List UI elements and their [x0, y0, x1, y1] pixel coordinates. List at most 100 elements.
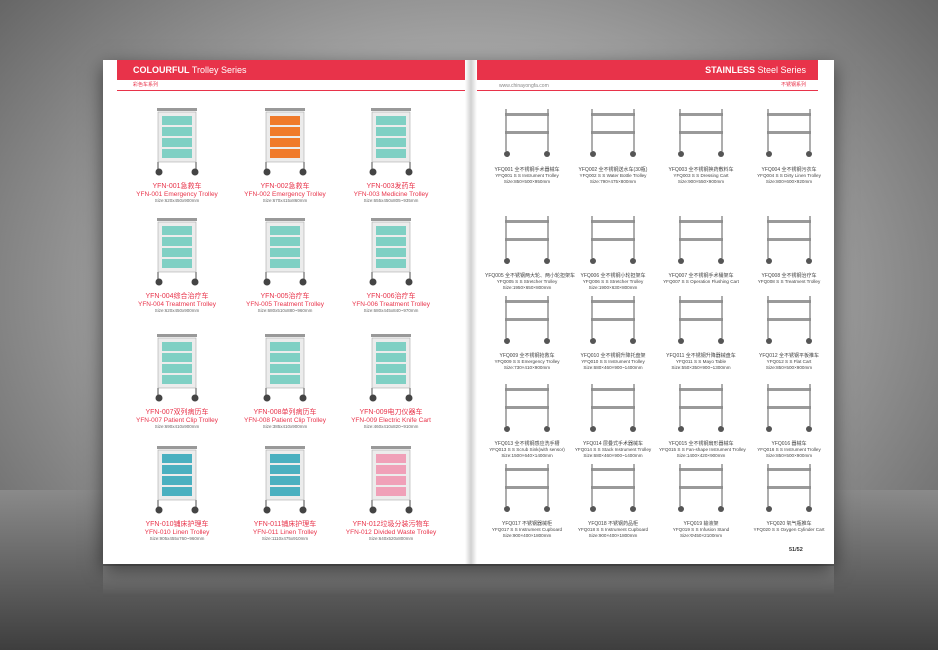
product-name-en: YFQ014 S S Stack Instrument Trolley — [574, 447, 652, 452]
steel-trolley-image — [590, 109, 636, 157]
steel-trolley-image — [504, 216, 550, 264]
product-name-cn: YFQ018 不锈钢药品柜 — [587, 521, 638, 527]
product-size: Size:680x510x880~960mm — [257, 308, 313, 313]
brochure-reflection — [103, 566, 834, 596]
product-size: Size:550×350×900~1300mm — [671, 365, 731, 370]
product-size: Size:1500×640×1400mm — [501, 453, 553, 458]
steel-trolley-image — [678, 296, 724, 344]
product-name-cn: YFQ008 全不锈钢治疗车 — [761, 273, 817, 279]
product-size: Size:790×475×800mm — [589, 179, 637, 184]
product-code-cn: YFN-004综合治疗车 — [145, 293, 209, 300]
product-size: Size:655x450x805~935mm — [363, 198, 419, 203]
steel-trolley-image — [504, 296, 550, 344]
product-name-en: YFQ010 S S Instrument Trolley — [581, 359, 645, 364]
product-size: Size:905x455x760~960mm — [149, 536, 205, 541]
product-code-cn: YFN-002急救车 — [260, 183, 310, 190]
product-size: Size:850×500×900mm — [765, 453, 813, 458]
product-name: YFN-010 Linen Trolley — [144, 529, 210, 536]
product-code-cn: YFN-005治疗车 — [260, 293, 310, 300]
product-code-cn: YFN-012垃圾分装污物车 — [352, 521, 430, 528]
product-name-cn: YFQ011 全不锈钢升降器械盘车 — [666, 353, 736, 359]
product-size: Size:900×550×900mm — [677, 179, 725, 184]
product-code-cn: YFN-006治疗车 — [366, 293, 416, 300]
product-name-cn: YFQ019 输液架 — [683, 521, 719, 527]
right-header-cn: 不锈钢系列 — [780, 82, 806, 88]
product-name: YFN-002 Emergency Trolley — [244, 191, 326, 198]
product-size: Size:690x410x900mm — [154, 424, 200, 429]
trolley-image — [369, 334, 413, 402]
product-name-en: YFQ011 S S Mayo Table — [675, 359, 727, 364]
product-size: Size:900×400×1800mm — [502, 533, 552, 538]
product-name-en: YFQ002 S S Water Bottle Trolley — [579, 173, 647, 178]
product-size: Size:1900×630×800mm — [588, 285, 638, 290]
steel-trolley-image — [678, 216, 724, 264]
product-name: YFN-011 Linen Trolley — [252, 529, 318, 536]
product-name-cn: YFQ009 全不锈钢抢救车 — [499, 353, 555, 359]
product-name: YFN-001 Emergency Trolley — [136, 191, 218, 198]
product-code-cn: YFN-003发药车 — [366, 183, 416, 190]
product-name-en: YFQ017 S S Instrument Cupboard — [491, 527, 563, 532]
product-size: Size:680×460×900~1400mm — [583, 453, 643, 458]
product-name-en: YFQ004 S S Dirty Linen Trolley — [757, 173, 821, 178]
steel-trolley-image — [504, 464, 550, 512]
product-code-cn: YFN-011铺床护理车 — [253, 521, 317, 528]
product-size: Size:385x410x900mm — [262, 424, 308, 429]
product-name-cn: YFQ013 全不锈钢感应洗手槽 — [494, 441, 560, 447]
product-name-cn: YFQ003 全不锈钢换药敷料车 — [668, 167, 734, 173]
trolley-image — [369, 446, 413, 514]
trolley-image — [155, 446, 199, 514]
product-size: Size:850×500×900mm — [765, 365, 813, 370]
steel-trolley-image — [766, 109, 812, 157]
product-name-cn: YFQ017 不锈钢器械柜 — [501, 521, 552, 527]
left-header-title: COLOURFUL Trolley Series — [133, 65, 247, 75]
product-code-cn: YFN-010铺床护理车 — [145, 521, 209, 528]
trolley-image — [263, 218, 307, 286]
product-name-en: YFQ020 S S Oxygen Cylinder Cart — [753, 527, 825, 532]
product-name-en: YFQ012 S S Flat Cart — [766, 359, 812, 364]
product-size: Size:1950×650×800mm — [502, 285, 552, 290]
product-name: YFN-005 Treatment Trolley — [245, 301, 325, 308]
steel-trolley-image — [504, 384, 550, 432]
product-name-cn: YFQ020 氧气瓶推车 — [766, 521, 812, 527]
product-name-cn: YFQ016 器械车 — [771, 441, 807, 447]
product-size: Size:620x450x900mm — [154, 308, 200, 313]
product-name-cn: YFQ014 层叠式手术器械车 — [582, 441, 643, 447]
left-subheader: 彩色车系列 — [117, 81, 465, 91]
right-header-thin: Steel Series — [757, 65, 806, 75]
trolley-image — [155, 334, 199, 402]
product-size: Size:1400×420×900mm — [676, 453, 726, 458]
product-name-en: YFQ008 S S Treatment Trolley — [757, 279, 821, 284]
product-size: Size:640x520x800mm — [368, 536, 414, 541]
product-size: Size:730×410×900mm — [503, 365, 551, 370]
trolley-image — [155, 218, 199, 286]
brochure-spread: COLOURFUL Trolley Series 彩色车系列 STAINLESS… — [103, 60, 834, 564]
left-header-thin: Trolley Series — [191, 65, 247, 75]
product-name-en: YFQ013 S S Scrub Sink(with sensor) — [489, 447, 565, 452]
steel-trolley-image — [766, 464, 812, 512]
product-name-en: YFQ005 S S Stretcher Trolley — [496, 279, 558, 284]
trolley-image — [263, 446, 307, 514]
product-size: Size:620x450x900mm — [154, 198, 200, 203]
product-name-en: YFQ016 S S Instrument Trolley — [757, 447, 821, 452]
steel-trolley-image — [766, 216, 812, 264]
